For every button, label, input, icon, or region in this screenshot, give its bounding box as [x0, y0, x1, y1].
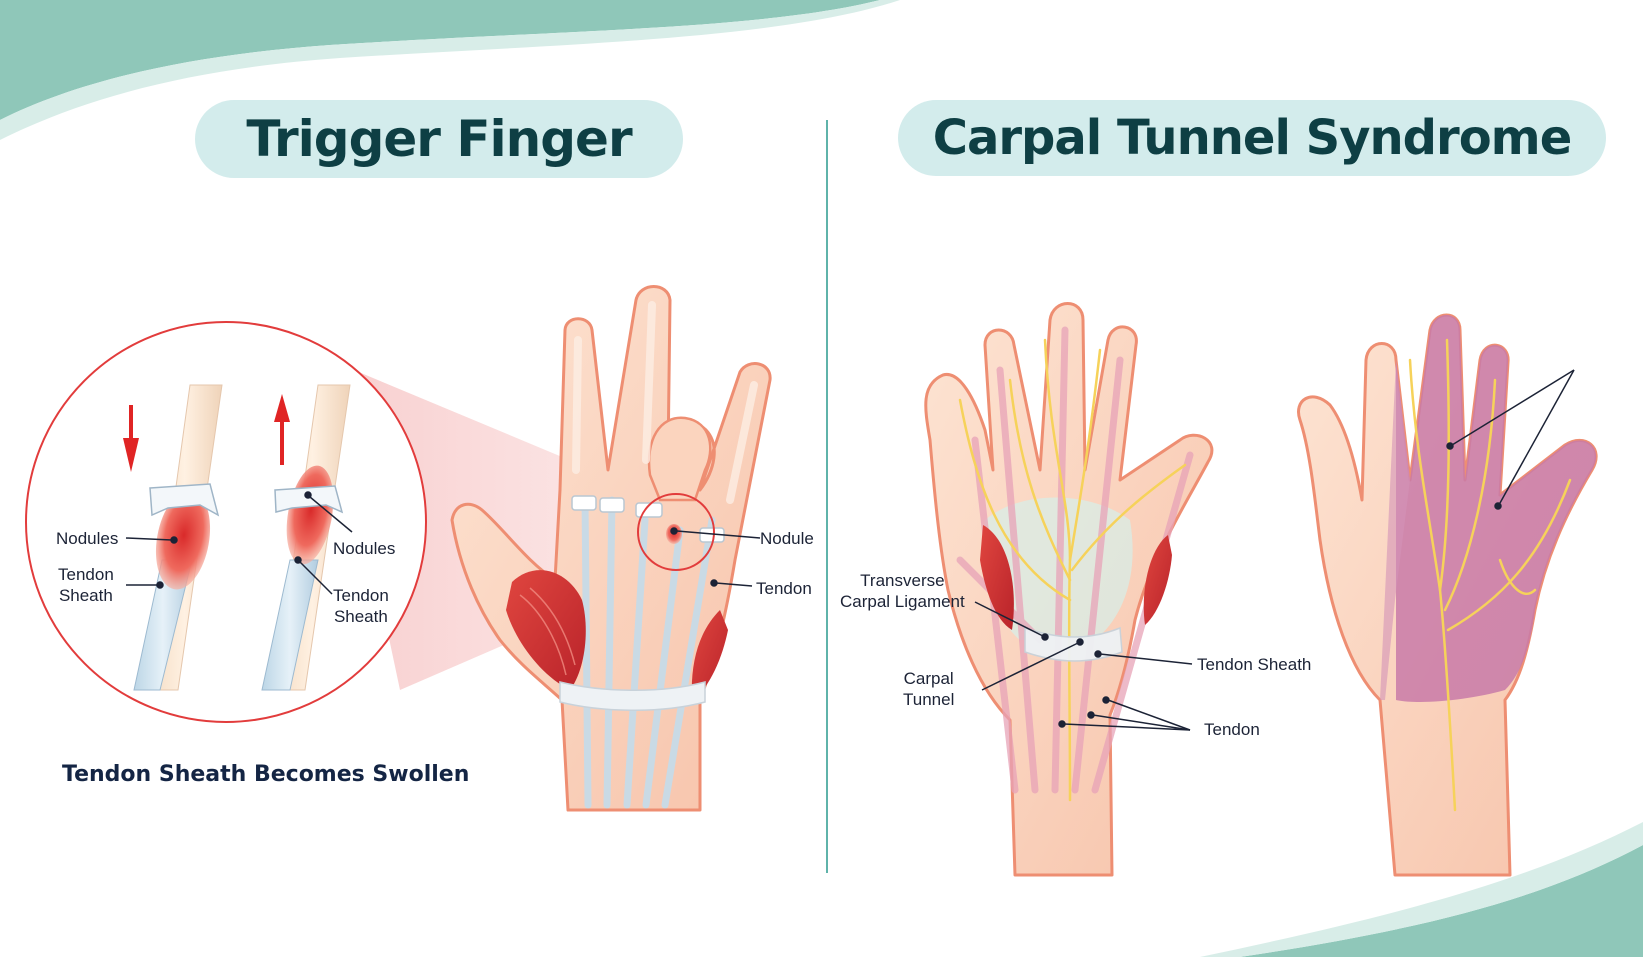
- hand-nodule-label: Nodule: [760, 529, 814, 548]
- transverse-carpal-ligament-label: Transverse Carpal Ligament: [840, 571, 965, 611]
- trigger-finger-title-pill: Trigger Finger: [195, 100, 683, 178]
- inset-left-nodules-label: Nodules: [56, 529, 119, 548]
- tendon-label: Tendon: [1204, 720, 1260, 739]
- trigger-finger-hand: [450, 285, 772, 812]
- tendon-sheath-label: Tendon Sheath: [1197, 655, 1312, 674]
- arrow-down-icon: [123, 405, 139, 472]
- carpal-tunnel-label: Carpal Tunnel: [903, 669, 955, 709]
- bottom-right-wave: [1200, 822, 1643, 957]
- hand-tendon-label: Tendon: [756, 579, 812, 598]
- arrow-up-icon: [274, 394, 290, 465]
- trigger-finger-title: Trigger Finger: [246, 110, 632, 168]
- carpal-tunnel-title-pill: Carpal Tunnel Syndrome: [898, 100, 1606, 176]
- top-left-wave: [0, 0, 900, 140]
- carpal-tunnel-title: Carpal Tunnel Syndrome: [932, 110, 1573, 166]
- carpal-tunnel-hand: [924, 302, 1214, 877]
- numbness-hand: [1297, 313, 1598, 877]
- trigger-finger-caption: Tendon Sheath Becomes Swollen: [62, 762, 470, 787]
- inset-left-tendon-sheath-label: Tendon Sheath: [58, 565, 114, 605]
- magnification-cone: [330, 360, 700, 690]
- inset-right-tendon-sheath-label: Tendon Sheath: [333, 586, 389, 626]
- inset-right-nodules-label: Nodules: [333, 539, 396, 558]
- tendon-inset: [25, 321, 427, 723]
